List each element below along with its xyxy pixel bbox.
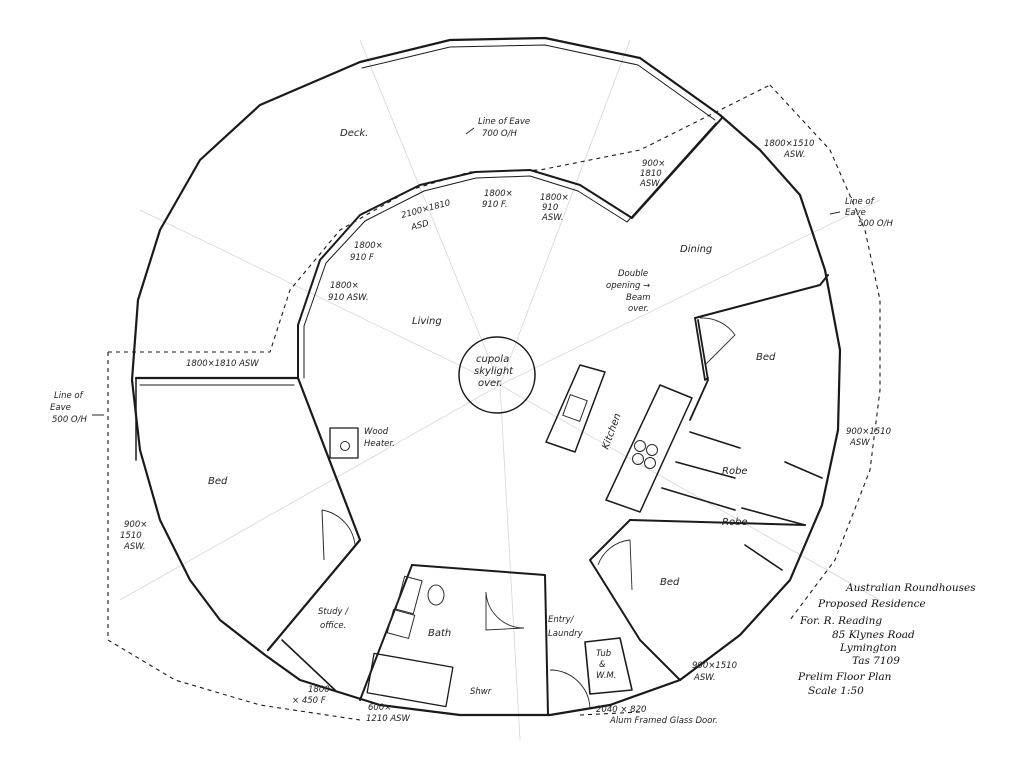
- window-2100-line2: ASD: [409, 219, 430, 234]
- window-900-1810-line3: ASW: [639, 179, 660, 189]
- window-900-1510-left-line1: 900×: [124, 520, 147, 530]
- room-label-living: Living: [412, 316, 442, 327]
- tub-label-3: W.M.: [596, 671, 616, 681]
- cupola-circle: [458, 336, 536, 414]
- room-label-robe-2: Robe: [722, 517, 748, 528]
- room-label-kitchen: Kitchen: [600, 412, 623, 451]
- title-line-8: Scale 1:50: [808, 685, 864, 697]
- cupola-label-1: cupola: [476, 354, 509, 365]
- window-600-1210-line2: 1210 ASW: [366, 714, 411, 724]
- kitchen-bench-cooktop: [605, 384, 693, 513]
- bed-west-walls: [134, 376, 362, 652]
- window-600-1210-line1: 600×: [368, 703, 391, 713]
- title-block: Australian Roundhouses Proposed Residenc…: [797, 582, 976, 697]
- title-line-6: Tas 7109: [852, 655, 900, 667]
- construction-guides: [119, 39, 881, 741]
- window-1800-910f-b-line2: 910 F: [350, 253, 374, 263]
- eave-top-line1: Line of Eave: [478, 117, 530, 127]
- study-walls: [281, 639, 336, 691]
- eave-lines: [107, 84, 881, 721]
- cupola-label-2: skylight: [474, 366, 514, 377]
- outer-wall: [130, 36, 842, 717]
- room-label-bed-east: Bed: [756, 352, 776, 363]
- window-900-1510-bottom-line2: ASW.: [693, 673, 716, 683]
- double-opening-line2: opening →: [606, 281, 650, 291]
- eave-left-line1: Line of: [54, 391, 85, 401]
- window-1800-910f-a-line2: 910 F.: [482, 200, 507, 210]
- title-line-5: Lymington: [839, 642, 897, 654]
- bathroom-walls: [359, 564, 549, 716]
- eave-left-line3: 500 O/H: [52, 415, 87, 425]
- window-900-1510-left-line3: ASW.: [123, 542, 146, 552]
- room-label-study-2: office.: [320, 621, 346, 631]
- window-1800-910asw-b-line2: 910 ASW.: [328, 293, 369, 303]
- window-1800-910asw-b-line1: 1800×: [330, 281, 359, 291]
- window-1800-910f-a-line1: 1800×: [484, 189, 513, 199]
- title-line-7: Prelim Floor Plan: [797, 671, 892, 683]
- window-1800-1510-top-line2: ASW.: [783, 150, 806, 160]
- window-900-1510-bottom-line1: 900×1510: [692, 661, 737, 671]
- window-900-1810-line2: 1810: [640, 169, 662, 179]
- title-line-2: Proposed Residence: [817, 598, 926, 610]
- room-label-study-1: Study /: [318, 607, 349, 617]
- room-label-bath: Bath: [428, 628, 451, 639]
- wood-heater-label-2: Heater.: [364, 439, 395, 449]
- double-opening-line3: Beam: [626, 293, 651, 303]
- window-1800-910f-b-line1: 1800×: [354, 241, 383, 251]
- window-notes: 2100×1810 ASD 1800× 910 F. 1800× 910 ASW…: [120, 139, 891, 726]
- eave-right-line3: 500 O/H: [858, 219, 893, 229]
- eave-notes: Line of Eave 700 O/H Line of Eave 500 O/…: [50, 117, 893, 425]
- eave-left-line2: Eave: [50, 403, 71, 413]
- room-label-entry-2: Laundry: [548, 629, 584, 639]
- tub-label-1: Tub: [596, 649, 611, 659]
- window-1800-450f-line1: 1800: [308, 685, 330, 695]
- door-2040-line1: 2040 × 820: [596, 705, 646, 715]
- tub-label-2: &: [599, 660, 606, 670]
- window-1800-910asw-a-line2: 910: [542, 203, 558, 213]
- room-label-bed-west: Bed: [208, 476, 228, 487]
- window-900-1510-right-line2: ASW: [849, 438, 870, 448]
- window-900-1810-line1: 900×: [642, 159, 665, 169]
- room-label-dining: Dining: [680, 244, 712, 255]
- entry-walls: [549, 637, 633, 709]
- wood-heater-label-1: Wood: [364, 427, 389, 437]
- room-label-shower: Shwr: [470, 687, 492, 697]
- window-1800-1510-top-line1: 1800×1510: [764, 139, 814, 149]
- window-1800-450f-line2: × 450 F: [292, 696, 326, 706]
- living-inner-wall: [297, 169, 633, 379]
- window-900-1510-left-line2: 1510: [120, 531, 142, 541]
- eave-right-line1: Line of: [845, 197, 876, 207]
- door-2040-line2: Alum Framed Glass Door.: [609, 716, 718, 726]
- title-line-1: Australian Roundhouses: [845, 582, 976, 594]
- wood-heater: [329, 427, 359, 459]
- window-900-1510-right-line1: 900×1510: [846, 427, 891, 437]
- double-opening-line4: over.: [628, 304, 649, 314]
- room-label-entry-1: Entry/: [548, 615, 575, 625]
- cupola-label-3: over.: [478, 378, 503, 389]
- kitchen-island-sink: [545, 364, 606, 453]
- eave-top-line2: 700 O/H: [482, 129, 517, 139]
- bed-south-walls: [589, 519, 681, 681]
- window-1800-910asw-a-line3: ASW.: [541, 213, 564, 223]
- double-opening-line1: Double: [618, 269, 648, 279]
- window-1800-1810: 1800×1810 ASW: [186, 359, 259, 369]
- room-label-bed-south: Bed: [660, 577, 680, 588]
- room-labels: Deck. Living cupola skylight over. Dinin…: [208, 128, 776, 697]
- title-line-3: For. R. Reading: [799, 615, 882, 627]
- room-label-deck: Deck.: [340, 128, 368, 139]
- title-line-4: 85 Klynes Road: [832, 629, 915, 641]
- room-label-robe-1: Robe: [722, 466, 748, 477]
- bed-east-walls: [629, 317, 823, 571]
- window-1800-910asw-a-line1: 1800×: [540, 193, 569, 203]
- eave-right-line2: Eave: [845, 208, 866, 218]
